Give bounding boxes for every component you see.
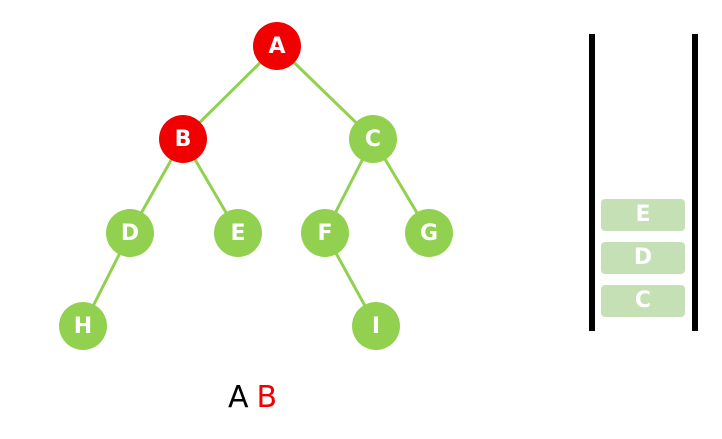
node-d: D	[106, 209, 154, 257]
node-label: E	[230, 221, 245, 246]
node-f: F	[301, 209, 349, 257]
node-label: B	[175, 127, 192, 152]
node-circle	[349, 115, 397, 163]
output-item-a: A	[228, 380, 249, 415]
stack-right-wall	[692, 34, 698, 331]
node-circle	[405, 209, 453, 257]
node-a: A	[253, 22, 301, 70]
node-h: H	[59, 302, 107, 350]
node-label: C	[365, 127, 381, 152]
node-label: D	[121, 221, 139, 246]
node-b: B	[159, 115, 207, 163]
stack-item-c: C	[601, 285, 685, 317]
node-g: G	[405, 209, 453, 257]
stack-left-wall	[589, 34, 595, 331]
node-e: E	[214, 209, 262, 257]
stack-item-e: E	[601, 199, 685, 231]
node-circle	[214, 209, 262, 257]
node-label: G	[420, 221, 438, 246]
node-i: I	[352, 302, 400, 350]
node-label: A	[268, 34, 285, 59]
node-circle	[106, 209, 154, 257]
tree-nodes: A B C D E F G H I	[59, 22, 453, 350]
stack-item-d: D	[601, 242, 685, 274]
node-circle	[352, 302, 400, 350]
node-circle	[253, 22, 301, 70]
node-label: F	[317, 221, 332, 246]
node-circle	[59, 302, 107, 350]
node-circle	[301, 209, 349, 257]
output-item-b: B	[256, 380, 278, 415]
node-label: I	[372, 314, 380, 339]
node-label: H	[74, 314, 92, 339]
node-c: C	[349, 115, 397, 163]
node-circle	[159, 115, 207, 163]
tree-edges	[81, 44, 431, 327]
